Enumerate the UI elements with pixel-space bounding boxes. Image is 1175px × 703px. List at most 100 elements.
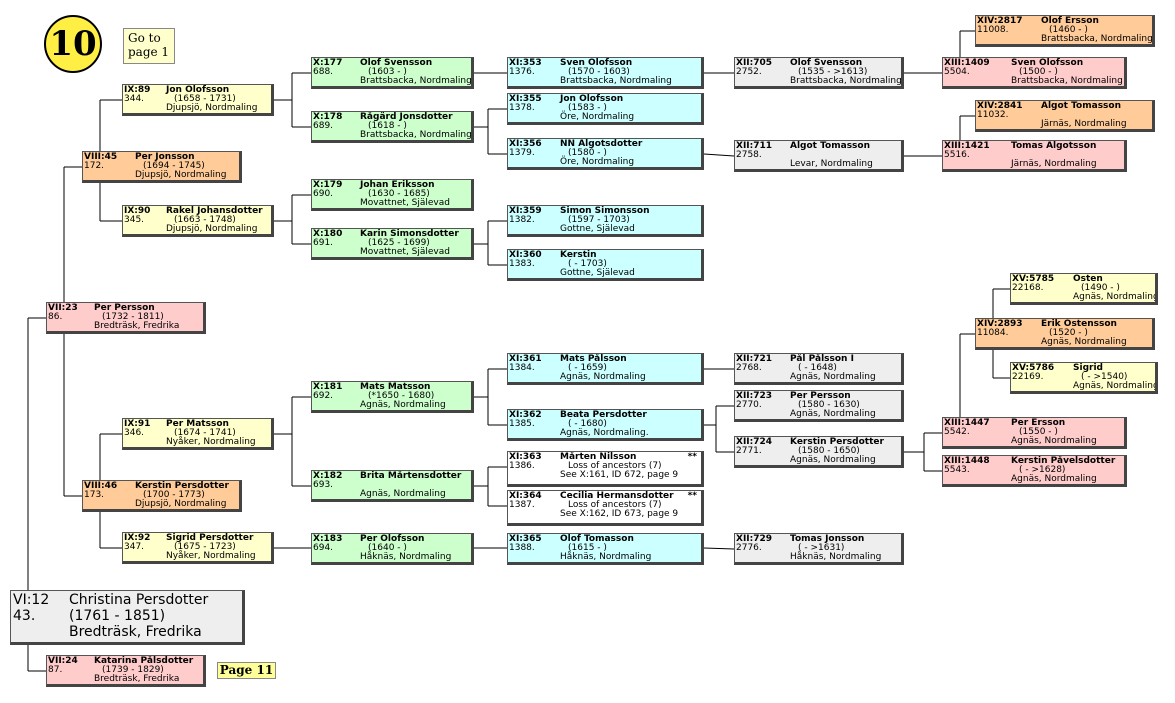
person-place: Agnäs, Nordmaling: [1011, 436, 1097, 446]
person-name: Johan Eriksson: [360, 180, 435, 190]
person-name: Kerstin: [560, 250, 597, 260]
person-code: XI:355: [509, 94, 542, 104]
person-number: 173.: [84, 490, 105, 500]
person-name: Per Jonsson: [135, 152, 195, 162]
person-dates: ( - 1680): [568, 419, 607, 429]
person-code: IX:91: [124, 419, 151, 429]
person-place: Agnäs, Nordmaling: [790, 409, 876, 419]
person-code: XII:711: [736, 141, 773, 151]
person-code: VII:23: [48, 303, 78, 313]
person-dates: Loss of ancestors (7): [568, 461, 662, 471]
person-name: Pål Pålsson I: [790, 354, 854, 364]
person-code: XI:364: [509, 491, 542, 501]
connector-line: [703, 547, 735, 550]
person-number: 2770.: [736, 400, 762, 410]
goto-page-1-link[interactable]: Go to page 1: [123, 28, 175, 64]
person-name: Sven Olofsson: [560, 58, 633, 68]
person-dates: ( - 1648): [798, 363, 837, 373]
person-number: 2758.: [736, 150, 762, 160]
person-dates: (1500 - ): [1019, 67, 1058, 77]
person-name: Simon Simonsson: [560, 206, 650, 216]
person-number: 1388.: [509, 543, 535, 553]
person-name: Mats Pålsson: [560, 354, 627, 364]
person-place: Agnäs, Nordmaling: [790, 455, 876, 465]
person-dates: (1460 - ): [1049, 25, 1088, 35]
person-code: XIII:1409: [944, 58, 990, 68]
person-dates: (1739 - 1829): [102, 665, 164, 675]
person-place: Agnäs, Nordmaling: [790, 372, 876, 382]
person-place: Movattnet, Själevad: [360, 198, 450, 208]
person-place: Agnäs, Nordmaling: [1073, 381, 1158, 391]
person-name: Sigrid: [1073, 363, 1103, 373]
person-dates: ( - 1659): [568, 363, 607, 373]
person-number: 689.: [313, 121, 334, 131]
person-number: 2752.: [736, 67, 762, 77]
person-dates: (1603 - ): [368, 67, 407, 77]
person-name: Beata Persdotter: [560, 410, 647, 420]
person-number: 22168.: [1012, 283, 1044, 293]
person-code: XIV:2893: [977, 319, 1023, 329]
person-number: 1387.: [509, 500, 535, 510]
person-number: 347.: [124, 542, 145, 552]
person-name: Cecilia Hermansdotter: [560, 491, 674, 501]
person-dates: (1490 - ): [1081, 283, 1120, 293]
person-dates: (1550 - ): [1019, 427, 1058, 437]
person-number: 172.: [84, 161, 105, 171]
person-dates: (1694 - 1745): [143, 161, 205, 171]
person-name: Olof Ersson: [1041, 16, 1099, 26]
person-dates: (1580 - 1630): [798, 400, 860, 410]
person-number: 1378.: [509, 103, 535, 113]
person-number: 1376.: [509, 67, 535, 77]
person-dates: (1700 - 1773): [143, 490, 205, 500]
person-place: Gottne, Själevad: [560, 268, 635, 278]
person-dates: (1597 - 1703): [568, 215, 630, 225]
page-11-link[interactable]: Page 11: [217, 662, 276, 679]
person-place: Brattsbacka, Nordmaling: [560, 76, 672, 86]
person-number: 2771.: [736, 446, 762, 456]
person-number: 1383.: [509, 259, 535, 269]
root-person-box[interactable]: VI:12 Christina Persdotter 43. (1761 - 1…: [10, 590, 245, 645]
person-place: Håknäs, Nordmaling: [560, 552, 652, 562]
person-dates: (1615 - ): [568, 543, 607, 553]
